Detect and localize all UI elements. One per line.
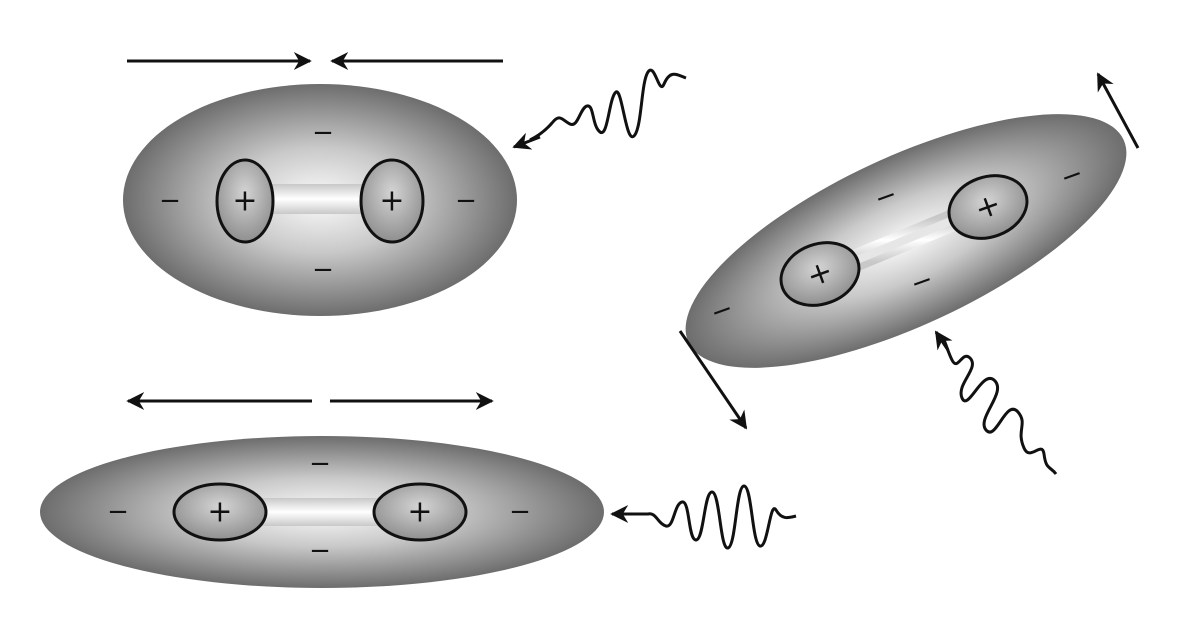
arrow-up-right-icon bbox=[1096, 72, 1140, 149]
nucleus bbox=[359, 158, 425, 244]
stretched-molecule: + + − − − − bbox=[40, 392, 797, 588]
positive-charge: + bbox=[379, 184, 404, 219]
nucleus bbox=[372, 482, 468, 542]
negative-charge: − bbox=[509, 497, 531, 527]
negative-charge: − bbox=[309, 536, 331, 566]
nucleus bbox=[215, 158, 275, 244]
positive-charge: + bbox=[207, 495, 232, 530]
negative-charge: − bbox=[312, 118, 334, 148]
photon-wave-icon bbox=[512, 68, 687, 150]
tilted-molecule: + + − − − − bbox=[678, 72, 1140, 475]
bond bbox=[270, 184, 370, 214]
arrow-down-right-icon bbox=[678, 330, 748, 430]
negative-charge: − bbox=[309, 449, 331, 479]
negative-charge: − bbox=[455, 186, 477, 216]
photon-wave-icon bbox=[934, 330, 1058, 475]
photon-wave-icon bbox=[610, 484, 797, 550]
positive-charge: + bbox=[407, 495, 432, 530]
bond bbox=[262, 498, 382, 526]
negative-charge: − bbox=[159, 186, 181, 216]
negative-charge: − bbox=[107, 497, 129, 527]
nucleus bbox=[172, 482, 268, 542]
positive-charge: + bbox=[232, 184, 257, 219]
compressed-molecule: + + − − − − bbox=[123, 52, 687, 316]
nucleus bbox=[947, 174, 1029, 240]
nucleus bbox=[779, 241, 861, 307]
negative-charge: − bbox=[312, 255, 334, 285]
